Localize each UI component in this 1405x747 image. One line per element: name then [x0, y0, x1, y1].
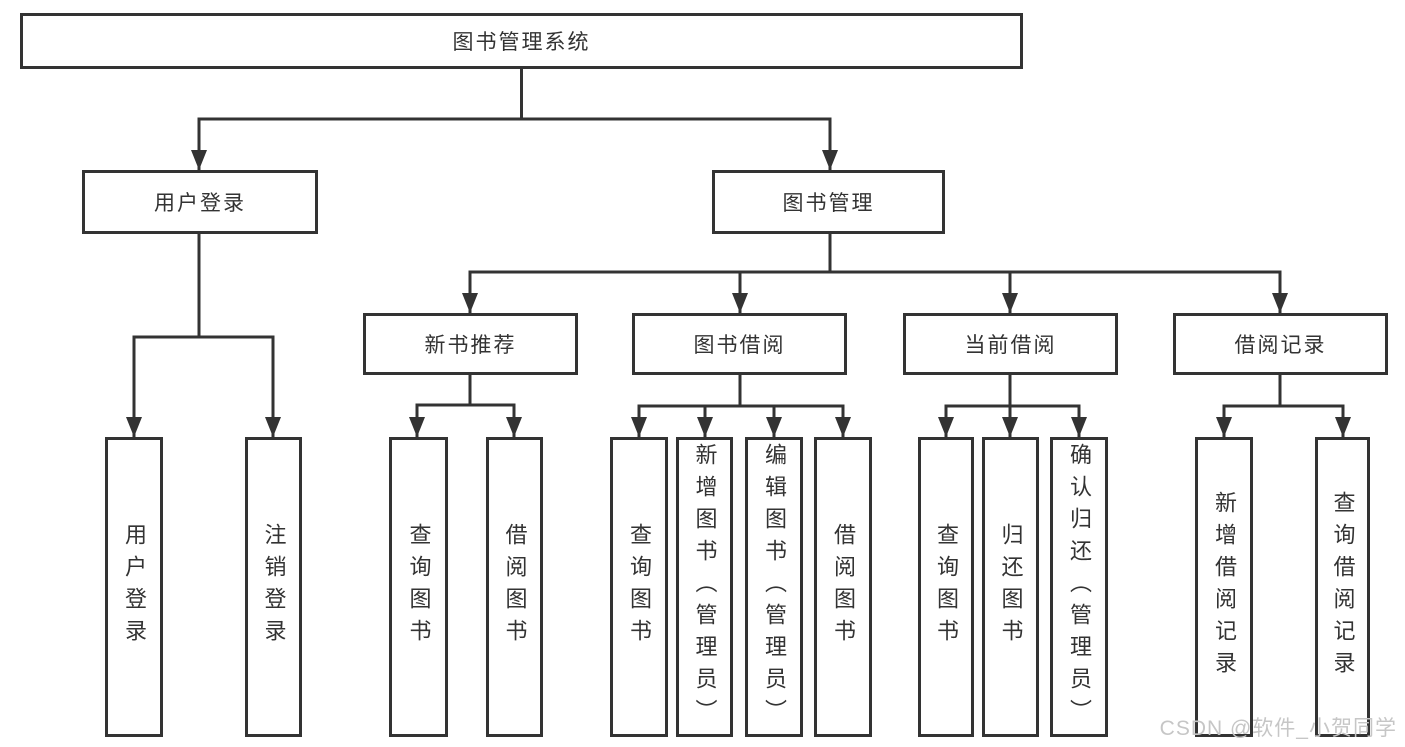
leaf-newbook-borrow-books: 借阅图书	[486, 437, 543, 737]
node-current-borrowing: 当前借阅	[903, 313, 1118, 375]
leaf-borrow-query-books: 查询图书	[610, 437, 668, 737]
connector-records-branch	[1222, 375, 1345, 408]
connector-root-to-level2	[197, 69, 832, 121]
connector-book-mgmt-branch	[468, 234, 1282, 274]
leaf-current-return-books: 归还图书	[982, 437, 1039, 737]
node-new-book-recommendation: 新书推荐	[363, 313, 578, 375]
leaf-newbook-query-books: 查询图书	[389, 437, 448, 737]
leaf-current-confirm-return-admin: 确认归还（管理员）	[1050, 437, 1108, 737]
leaf-borrow-add-books-admin: 新增图书（管理员）	[676, 437, 733, 737]
leaf-current-query-books: 查询图书	[918, 437, 974, 737]
watermark: CSDN @软件_小贺同学	[1159, 717, 1397, 740]
leaf-borrow-borrow-books: 借阅图书	[814, 437, 872, 737]
leaf-borrow-edit-books-admin: 编辑图书（管理员）	[745, 437, 803, 737]
leaf-records-add-record: 新增借阅记录	[1195, 437, 1253, 737]
node-borrowing-records: 借阅记录	[1173, 313, 1388, 375]
connector-current-branch	[944, 375, 1081, 408]
node-book-management: 图书管理	[712, 170, 945, 234]
leaf-logout: 注销登录	[245, 437, 302, 737]
connector-borrow-branch	[637, 375, 845, 408]
connector-new-book-branch	[415, 375, 516, 407]
leaf-user-login: 用户登录	[105, 437, 163, 737]
node-book-borrowing: 图书借阅	[632, 313, 847, 375]
node-user-login: 用户登录	[82, 170, 318, 234]
leaf-records-query-record: 查询借阅记录	[1315, 437, 1370, 737]
node-library-management-system: 图书管理系统	[20, 13, 1023, 69]
connector-user-login-branch	[132, 234, 275, 339]
